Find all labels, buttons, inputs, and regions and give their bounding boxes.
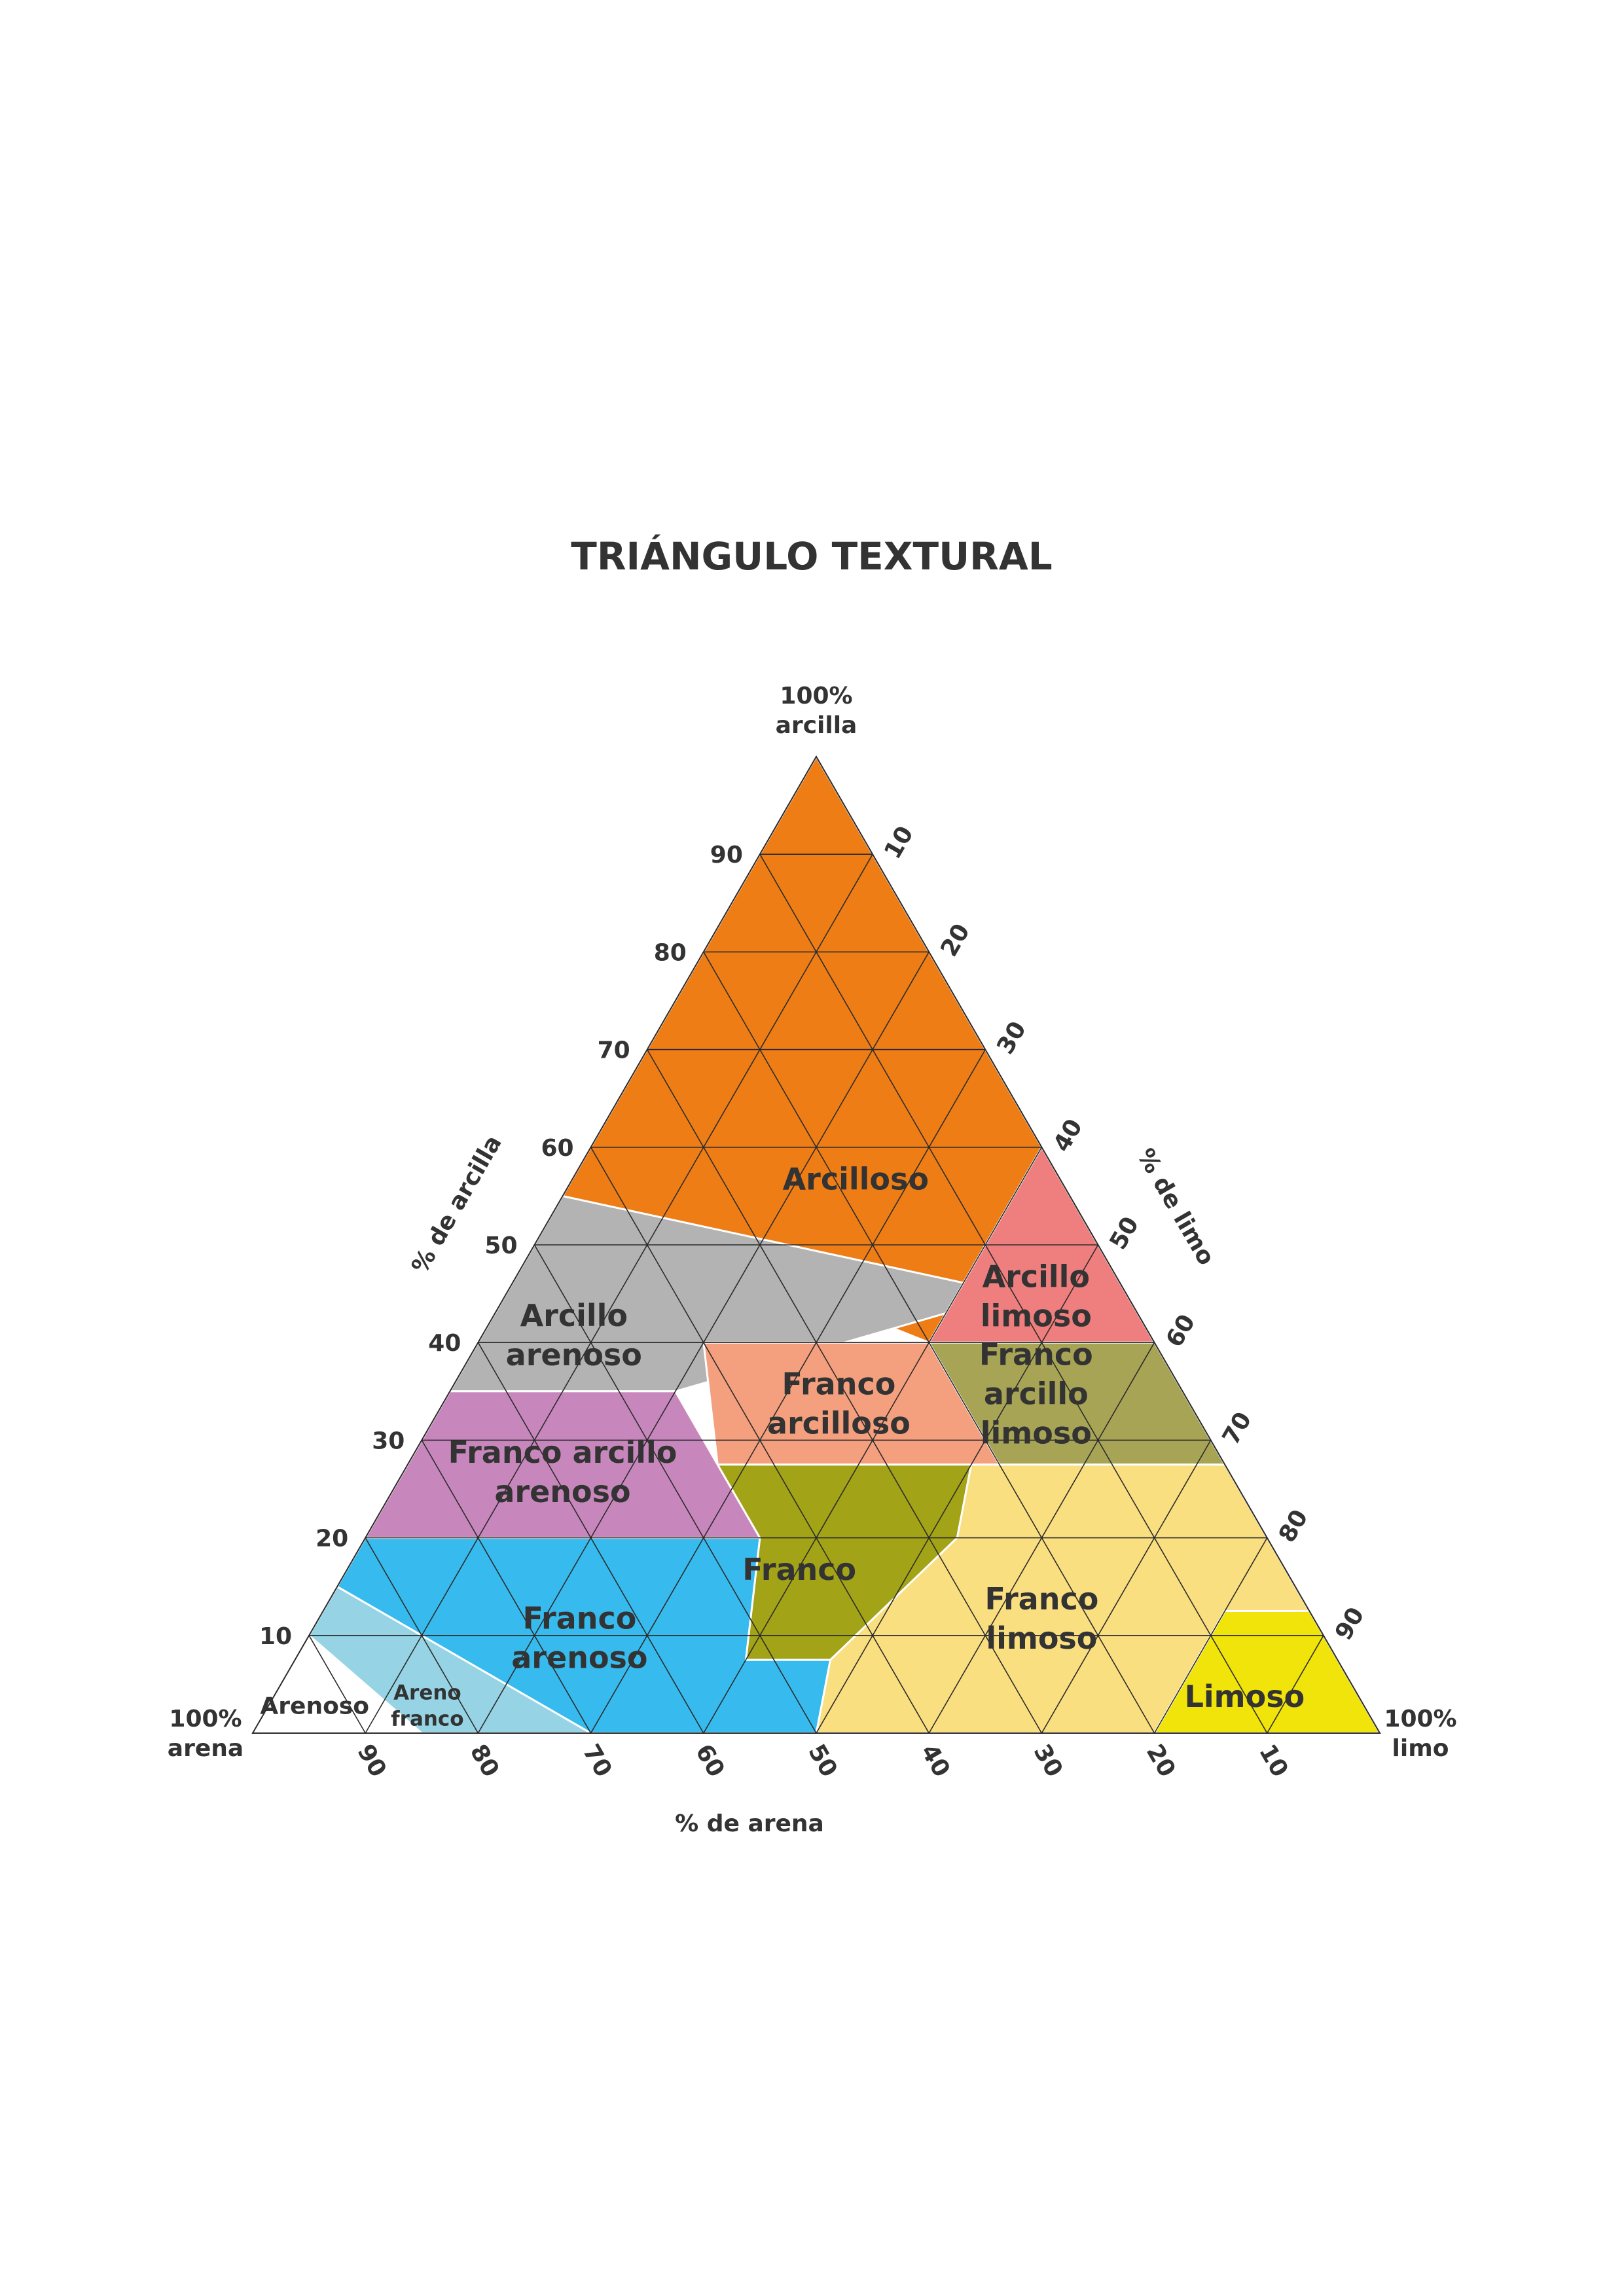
silt-tick-30: 30 (992, 1017, 1032, 1059)
triangle-grid (308, 853, 1324, 1734)
clay-tick-30: 30 (372, 1427, 405, 1454)
grid-silt-70 (1041, 1440, 1212, 1734)
region-label-arenoso-line-1: Arenoso (260, 1693, 369, 1719)
clay-tick-20: 20 (316, 1526, 348, 1552)
grid-sand-80 (365, 1537, 479, 1734)
corner-top-line-2: arcilla (776, 712, 857, 739)
grid-silt-80 (1153, 1537, 1268, 1734)
clay-tick-50: 50 (484, 1232, 517, 1259)
sand-tick-90: 90 (352, 1740, 391, 1782)
corner-right-line-2: limo (1392, 1735, 1449, 1762)
region-label-arcilloso-line-1: Arcilloso (783, 1161, 929, 1196)
grid-sand-50 (533, 1244, 817, 1734)
sand-tick-50: 50 (803, 1740, 842, 1782)
silt-axis-label: % de limo (1132, 1144, 1220, 1270)
region-label-franco-arcillo-arenoso-line-1: Franco arcillo (448, 1435, 677, 1470)
clay-tick-80: 80 (654, 939, 687, 966)
region-label-arcillo-arenoso-line-2: arenoso (506, 1337, 642, 1372)
region-label-limoso-line-1: Limoso (1185, 1679, 1305, 1714)
grid-sand-10 (759, 853, 1268, 1734)
corner-top-label: 100% arcilla (776, 683, 857, 739)
clay-tick-10: 10 (259, 1623, 292, 1650)
silt-tick-70: 70 (1218, 1408, 1257, 1450)
region-label-franco-arcillo-arenoso-line-2: arenoso (494, 1474, 630, 1509)
grid-silt-60 (928, 1342, 1155, 1734)
grid-silt-50 (816, 1244, 1099, 1734)
sand-tick-60: 60 (690, 1740, 730, 1782)
region-label-franco-arcillo-limoso-line-1: Franco (979, 1337, 1093, 1372)
region-label-franco-arenoso-line-2: arenoso (511, 1640, 647, 1676)
region-label-franco-arcillo-limoso-line-2: arcillo (984, 1376, 1089, 1412)
region-label-areno-franco-line-2: franco (391, 1707, 463, 1731)
texture-regions (251, 755, 1381, 1734)
corner-top-line-1: 100% (780, 683, 852, 709)
grid-sand-60 (477, 1342, 704, 1734)
grid-sand-90 (308, 1635, 366, 1734)
grid-silt-10 (365, 853, 873, 1734)
triangle-outline (251, 755, 1381, 1734)
silt-tick-50: 50 (1105, 1212, 1145, 1254)
silt-tick-10: 10 (879, 822, 919, 864)
region-label-franco-limoso-line-1: Franco (984, 1581, 1098, 1617)
corner-left-line-1: 100% (169, 1706, 242, 1732)
sand-axis-label: % de arena (675, 1810, 824, 1837)
region-label-franco-limoso-line-2: limoso (986, 1621, 1097, 1656)
clay-tick-90: 90 (710, 842, 743, 869)
sand-tick-80: 80 (465, 1740, 505, 1782)
page-title: TRIÁNGULO TEXTURAL (571, 533, 1052, 579)
sand-tick-30: 30 (1028, 1740, 1068, 1782)
grid-sand-30 (647, 1049, 1043, 1734)
region-label-arcillo-arenoso-line-1: Arcillo (520, 1298, 628, 1333)
grid-sand-70 (421, 1440, 592, 1734)
clay-tick-70: 70 (598, 1037, 630, 1064)
region-label-arcillo-limoso-line-1: Arcillo (983, 1259, 1090, 1294)
corner-right-line-1: 100% (1384, 1706, 1456, 1732)
sand-tick-20: 20 (1141, 1740, 1181, 1782)
silt-tick-20: 20 (935, 920, 975, 961)
silt-tick-40: 40 (1049, 1115, 1089, 1157)
sand-axis-ticks: 90 80 70 60 50 40 30 20 10 (352, 1740, 1293, 1782)
corner-right-label: 100% limo (1384, 1706, 1456, 1762)
grid-silt-90 (1267, 1635, 1324, 1734)
region-label-areno-franco-line-1: Areno (393, 1681, 461, 1704)
region-label-franco-arenoso-line-1: Franco (522, 1601, 636, 1636)
corner-left-label: 100% arena (168, 1706, 244, 1762)
silt-tick-80: 80 (1274, 1505, 1314, 1547)
corner-left-line-2: arena (168, 1735, 244, 1762)
region-label-franco-arcilloso-line-2: arcilloso (767, 1406, 911, 1441)
sand-tick-10: 10 (1254, 1740, 1293, 1782)
sand-tick-40: 40 (915, 1740, 955, 1782)
silt-tick-60: 60 (1161, 1310, 1201, 1352)
region-label-franco-line-1: Franco (742, 1552, 856, 1587)
region-label-arcillo-limoso-line-2: limoso (981, 1298, 1092, 1333)
sand-tick-70: 70 (577, 1740, 617, 1782)
clay-tick-60: 60 (541, 1135, 573, 1162)
silt-tick-90: 90 (1330, 1603, 1370, 1645)
region-labels: ArcillosoArcilloarenosoArcillolimosoFran… (260, 1161, 1305, 1731)
region-label-franco-arcilloso-line-1: Franco (782, 1367, 895, 1402)
clay-axis-ticks: 10 20 30 40 50 60 70 80 90 (259, 842, 743, 1650)
grid-silt-30 (590, 1049, 986, 1734)
clay-tick-40: 40 (428, 1330, 461, 1357)
region-label-franco-arcillo-limoso-line-3: limoso (981, 1416, 1092, 1451)
